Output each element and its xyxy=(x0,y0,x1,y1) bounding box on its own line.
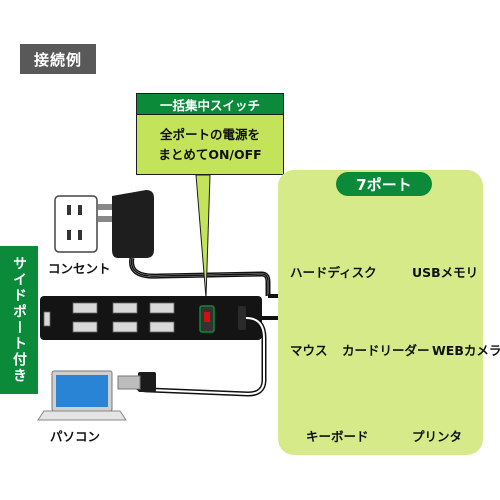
ac-adapter-icon xyxy=(98,190,154,258)
laptop-icon xyxy=(37,370,127,421)
device-label-card-reader: カードリーダー xyxy=(342,343,430,358)
port-count-badge: 7ポート xyxy=(336,172,432,196)
switch-callout-body: 全ポートの電源を まとめてON/OFF xyxy=(136,115,284,175)
device-label-mouse: マウス xyxy=(290,343,328,358)
device-label-printer: プリンタ xyxy=(412,429,463,444)
outlet-label: コンセント xyxy=(48,261,111,276)
device-label-usb-memory: USBメモリ xyxy=(412,265,479,280)
device-label-hdd: ハードディスク xyxy=(290,265,377,280)
switch-callout-heading: 一括集中スイッチ xyxy=(136,93,284,115)
devices-panel xyxy=(278,170,483,455)
device-label-web-camera: WEBカメラ xyxy=(432,343,500,358)
usb-hub-icon xyxy=(40,296,262,340)
outlet-icon xyxy=(54,195,98,253)
switch-callout-line1: 全ポートの電源を xyxy=(159,126,260,142)
side-port-label: サイドポート付き xyxy=(0,246,38,394)
switch-callout-line2: まとめてON/OFF xyxy=(158,146,262,162)
device-label-keyboard: キーボード xyxy=(306,429,369,444)
page-title: 接続例 xyxy=(20,44,96,74)
pc-label: パソコン xyxy=(50,429,101,444)
